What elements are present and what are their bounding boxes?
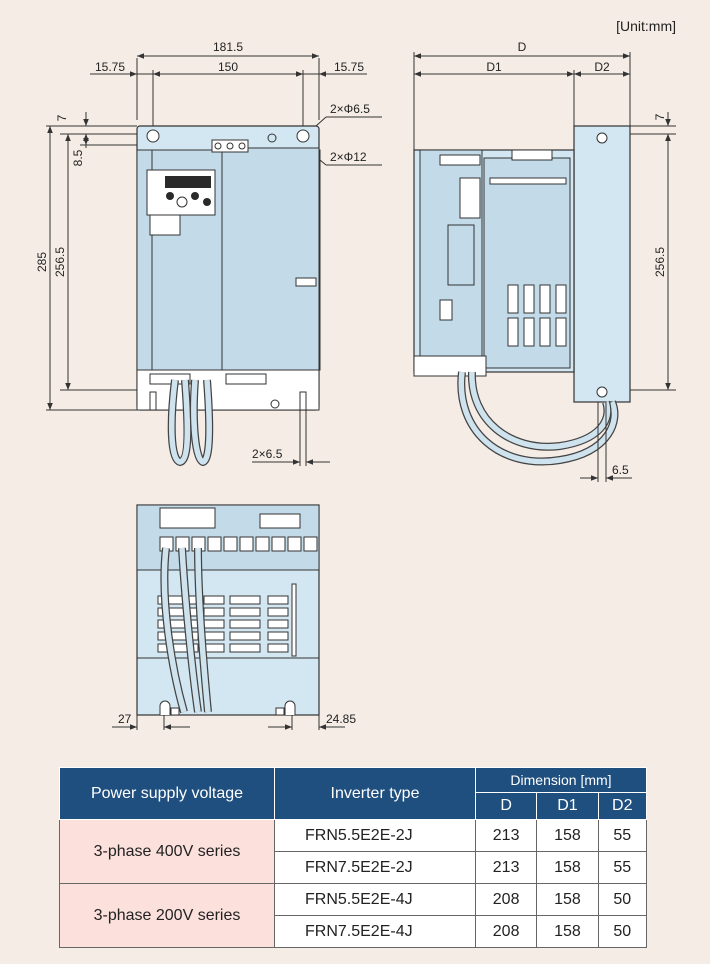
dim-width-total: 181.5 — [213, 40, 243, 54]
header-dimension: Dimension [mm] — [475, 767, 647, 793]
dim-right-margin: 15.75 — [334, 60, 364, 74]
value-d1: 158 — [536, 915, 599, 948]
table-row: 3-phase 200V series FRN5.5E2E-4J 208 158… — [59, 883, 648, 948]
dim-depth-1: D1 — [486, 60, 502, 74]
dimension-drawing: 181.5 150 15.75 15.75 7 8.5 285 256.5 2×… — [35, 40, 676, 730]
group-voltage: 3-phase 400V series — [59, 819, 275, 884]
header-voltage: Power supply voltage — [59, 767, 275, 820]
value-d1: 158 — [536, 851, 599, 884]
table-row: 3-phase 400V series FRN5.5E2E-2J 213 158… — [59, 819, 648, 884]
dim-side-slot: 6.5 — [612, 463, 629, 477]
dim-slot-width: 2×6.5 — [252, 447, 283, 461]
dim-side-top-offset: 7 — [653, 113, 667, 120]
header-col-d2: D2 — [597, 792, 648, 820]
dim-mount-height: 256.5 — [53, 247, 67, 277]
value-d1: 158 — [536, 819, 599, 852]
value-d1: 158 — [536, 883, 599, 916]
dim-bottom-right-offset: 24.85 — [326, 712, 356, 726]
inverter-type: FRN7.5E2E-2J — [274, 851, 476, 884]
front-view: 181.5 150 15.75 15.75 7 8.5 285 256.5 2×… — [35, 40, 382, 467]
dim-depth-2: D2 — [594, 60, 610, 74]
side-view: D D1 D2 7 256.5 — [413, 40, 676, 482]
table-row: FRN7.5E2E-4J 208 158 50 — [60, 915, 648, 948]
inverter-type: FRN5.5E2E-2J — [274, 819, 476, 852]
dim-hole-offset: 8.5 — [71, 149, 85, 166]
value-d2: 55 — [597, 851, 648, 884]
group-voltage: 3-phase 200V series — [59, 883, 275, 948]
dimension-table: Power supply voltage Inverter type Dimen… — [59, 767, 648, 948]
dim-hole-small: 2×Φ6.5 — [330, 102, 370, 116]
dim-side-mount-height: 256.5 — [653, 247, 667, 277]
value-d2: 55 — [597, 819, 648, 852]
bottom-view: 27 24.85 — [112, 504, 356, 730]
value-d: 213 — [474, 851, 538, 884]
inverter-type: FRN5.5E2E-4J — [274, 883, 476, 916]
value-d: 213 — [474, 819, 538, 852]
value-d: 208 — [474, 883, 538, 916]
dim-height-total: 285 — [35, 252, 49, 272]
dim-depth-total: D — [518, 40, 527, 54]
header-col-d: D — [474, 792, 538, 820]
dim-left-margin: 15.75 — [95, 60, 125, 74]
value-d2: 50 — [597, 915, 648, 948]
header-type: Inverter type — [274, 767, 476, 820]
dim-hole-large: 2×Φ12 — [330, 150, 367, 164]
inverter-type: FRN7.5E2E-4J — [274, 915, 476, 948]
unit-label: [Unit:mm] — [616, 18, 676, 34]
dim-top-offset: 7 — [55, 114, 69, 121]
table-row: FRN7.5E2E-2J 213 158 55 — [60, 851, 648, 884]
dim-bottom-left-offset: 27 — [118, 712, 132, 726]
value-d2: 50 — [597, 883, 648, 916]
dim-mount-pitch: 150 — [218, 60, 238, 74]
header-col-d1: D1 — [536, 792, 599, 820]
value-d: 208 — [474, 915, 538, 948]
